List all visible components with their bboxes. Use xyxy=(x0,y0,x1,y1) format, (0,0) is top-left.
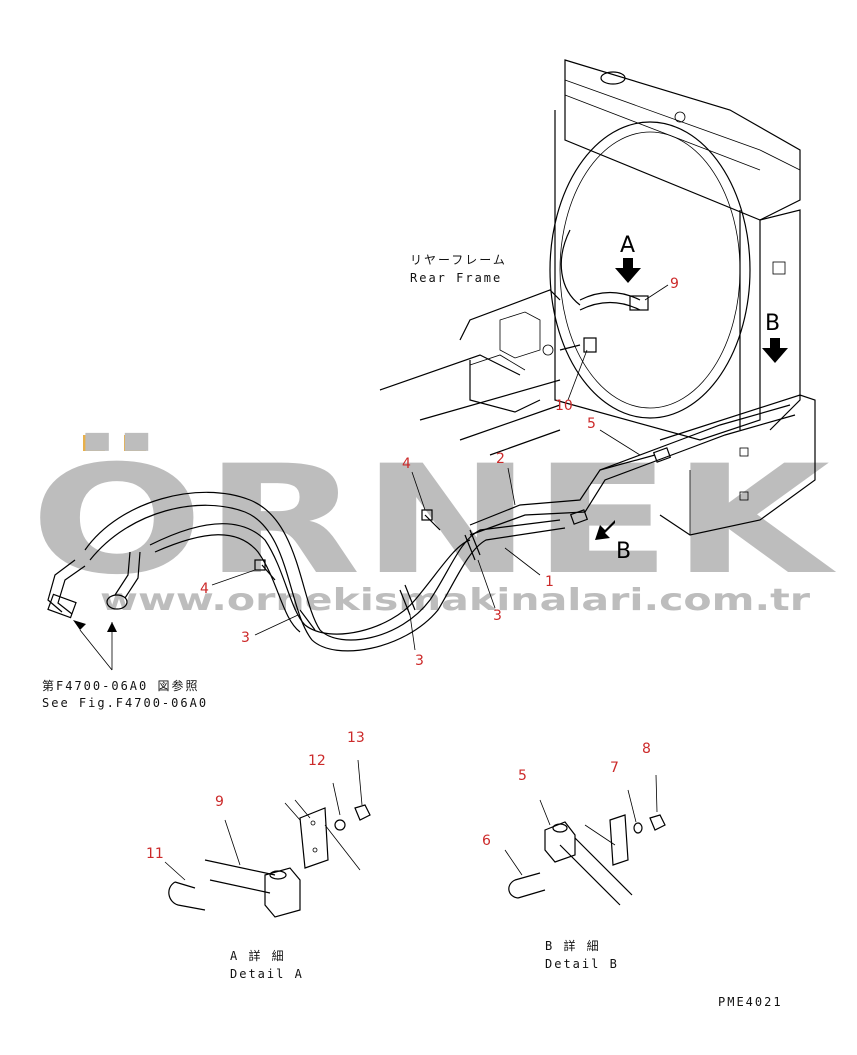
watermark-brand: ÖRNEK xyxy=(30,432,836,608)
callout-12: 12 xyxy=(308,753,326,769)
rear-frame-en: Rear Frame xyxy=(410,271,502,285)
leader-lines xyxy=(73,284,669,671)
callout-3-right: 3 xyxy=(493,608,502,624)
watermark-dot-right xyxy=(124,435,146,451)
detail-a-en: Detail A xyxy=(230,967,304,981)
see-fig-jp: 第F4700-06A0 図参照 xyxy=(42,678,199,693)
drawing-code: PME4021 xyxy=(718,995,783,1009)
watermark: ÖRNEK www.ornekismakinalari.com.tr xyxy=(30,432,836,618)
callout-7: 7 xyxy=(610,760,619,776)
detail-b-illustration xyxy=(504,774,666,906)
callout-1: 1 xyxy=(545,574,554,590)
callout-3-center: 3 xyxy=(415,653,424,669)
rear-frame-jp: リヤーフレーム xyxy=(410,253,507,267)
view-label-a: A xyxy=(620,233,635,258)
detail-b-jp: B 詳 細 xyxy=(545,938,601,953)
callout-2: 2 xyxy=(496,451,505,467)
callout-9: 9 xyxy=(670,276,679,292)
see-fig-en: See Fig.F4700-06A0 xyxy=(42,696,208,710)
detail-a-illustration xyxy=(164,759,371,918)
callout-11: 11 xyxy=(146,846,164,862)
view-label-b2: B xyxy=(616,539,631,564)
radiator-assembly xyxy=(379,59,816,536)
watermark-url: www.ornekismakinalari.com.tr xyxy=(100,583,810,618)
arrow-b-icon xyxy=(762,338,788,363)
callout-10: 10 xyxy=(555,398,573,414)
callout-6: 6 xyxy=(482,833,491,849)
watermark-dot-left xyxy=(83,435,105,451)
detail-a-jp: A 詳 細 xyxy=(230,948,286,963)
detail-b-en: Detail B xyxy=(545,957,619,971)
callout-9-detail: 9 xyxy=(215,794,224,810)
callout-numbers: 9 10 5 2 4 4 1 3 3 3 13 12 9 11 5 8 7 6 xyxy=(146,276,679,862)
callout-4-upper: 4 xyxy=(402,456,411,472)
view-arrows: A B B xyxy=(595,233,788,564)
callout-5-detail: 5 xyxy=(518,768,527,784)
callout-13: 13 xyxy=(347,730,365,746)
callout-8: 8 xyxy=(642,741,651,757)
arrow-b2-icon xyxy=(595,520,615,540)
callout-4-lower: 4 xyxy=(200,581,209,597)
hose-routing xyxy=(47,229,796,652)
view-label-b: B xyxy=(765,311,780,336)
arrow-a-icon xyxy=(615,258,641,283)
text-labels: リヤーフレーム Rear Frame 第F4700-06A0 図参照 See F… xyxy=(42,253,783,1009)
callout-3-left: 3 xyxy=(241,630,250,646)
callout-5: 5 xyxy=(587,416,596,432)
